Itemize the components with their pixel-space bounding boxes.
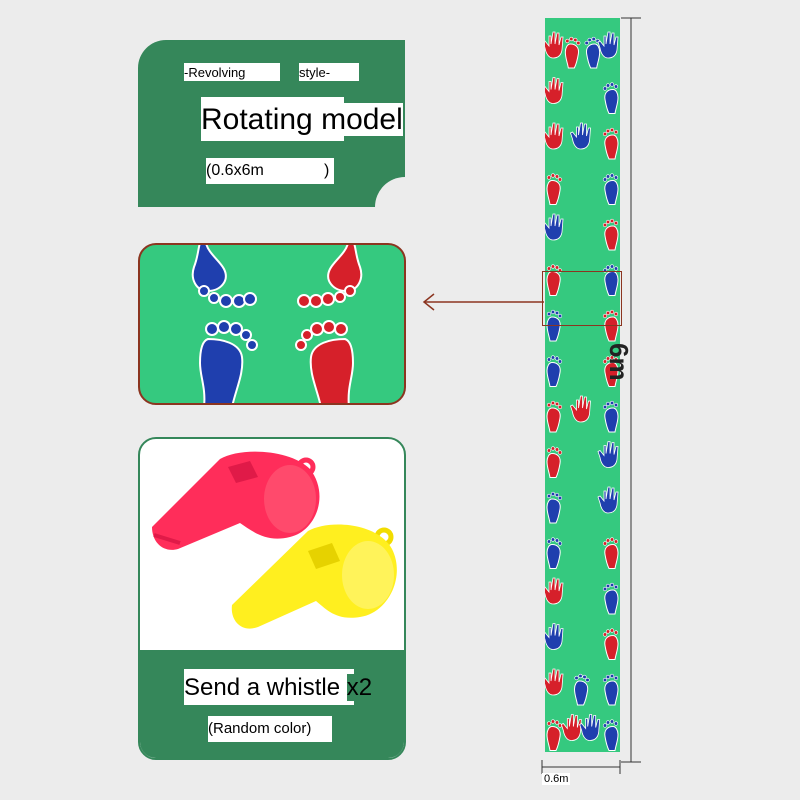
footprint-icon — [297, 245, 363, 308]
random-color-note: (Random color) — [208, 716, 332, 742]
handprint-icon — [597, 441, 619, 468]
whistle-icon — [152, 451, 320, 550]
dimensions-close: ) — [324, 162, 330, 179]
handprint-icon — [597, 486, 619, 514]
footprint-icon — [295, 320, 355, 403]
footprint-icon — [602, 82, 619, 114]
width-dimension-line — [541, 760, 621, 774]
footprint-icon — [602, 218, 619, 251]
footprint-pattern — [545, 31, 619, 751]
footprint-icon — [546, 446, 563, 478]
handprint-icon — [579, 714, 601, 741]
footprint-icon — [602, 582, 619, 615]
footprint-icon — [602, 173, 619, 205]
whistle-quantity: x2 — [346, 674, 373, 701]
footprint-mat-strip — [545, 18, 620, 752]
footprint-icon — [198, 320, 258, 403]
footprint-icon — [564, 36, 581, 69]
footprint-icon — [546, 719, 563, 751]
footprint-icon — [602, 309, 619, 342]
footprint-icon — [602, 537, 619, 569]
footprint-detail-card — [138, 243, 406, 405]
rotating-model-title-text: Rotating model — [201, 103, 403, 136]
footprint-icon — [191, 245, 257, 308]
footprint-icon — [602, 673, 619, 706]
arrow-left-icon — [422, 293, 544, 311]
footprint-icon — [602, 628, 619, 660]
handprint-icon — [545, 668, 564, 696]
dimensions-label: (0.6x6m) — [206, 158, 334, 184]
revolving-label: -Revolving — [184, 63, 280, 81]
footprint-icon — [546, 355, 563, 387]
footprint-icon — [546, 491, 563, 524]
footprint-icon — [602, 400, 619, 433]
handprint-icon — [545, 31, 564, 59]
handprint-icon — [545, 77, 564, 104]
style-label: style- — [299, 63, 359, 81]
whistle-card — [138, 437, 406, 760]
handprint-icon — [570, 395, 591, 423]
width-label: 0.6m — [542, 773, 571, 785]
footprint-icon — [584, 36, 601, 69]
handprint-icon — [545, 577, 564, 605]
whistle-illustration — [152, 451, 397, 629]
zoom-highlight-box — [542, 271, 622, 326]
footprint-icon — [546, 309, 563, 342]
dimensions-text: (0.6x6m — [206, 162, 264, 179]
footprint-icon — [546, 537, 563, 569]
footprint-icon — [546, 400, 563, 433]
footprint-detail-illustration — [191, 245, 363, 403]
footprint-icon — [573, 673, 590, 706]
handprint-icon — [545, 122, 564, 150]
handprint-icon — [597, 31, 619, 59]
whistle-icon — [231, 524, 397, 629]
whistle-title: Send a whistle x2 — [184, 669, 373, 705]
length-label: 6m — [604, 343, 634, 381]
handprint-icon — [545, 213, 564, 241]
handprint-icon — [560, 714, 582, 741]
footprint-icon — [546, 173, 563, 205]
footprint-icon — [602, 355, 619, 387]
rotating-model-title: Rotating model — [201, 97, 403, 141]
footprint-icon — [602, 719, 619, 751]
footprint-icon — [546, 264, 563, 296]
handprint-icon — [545, 623, 564, 650]
footprint-icon — [602, 127, 619, 160]
whistle-title-text: Send a whistle — [184, 674, 341, 701]
length-dimension-line — [621, 17, 641, 763]
handprint-icon — [570, 122, 591, 150]
footprint-icon — [602, 264, 619, 296]
